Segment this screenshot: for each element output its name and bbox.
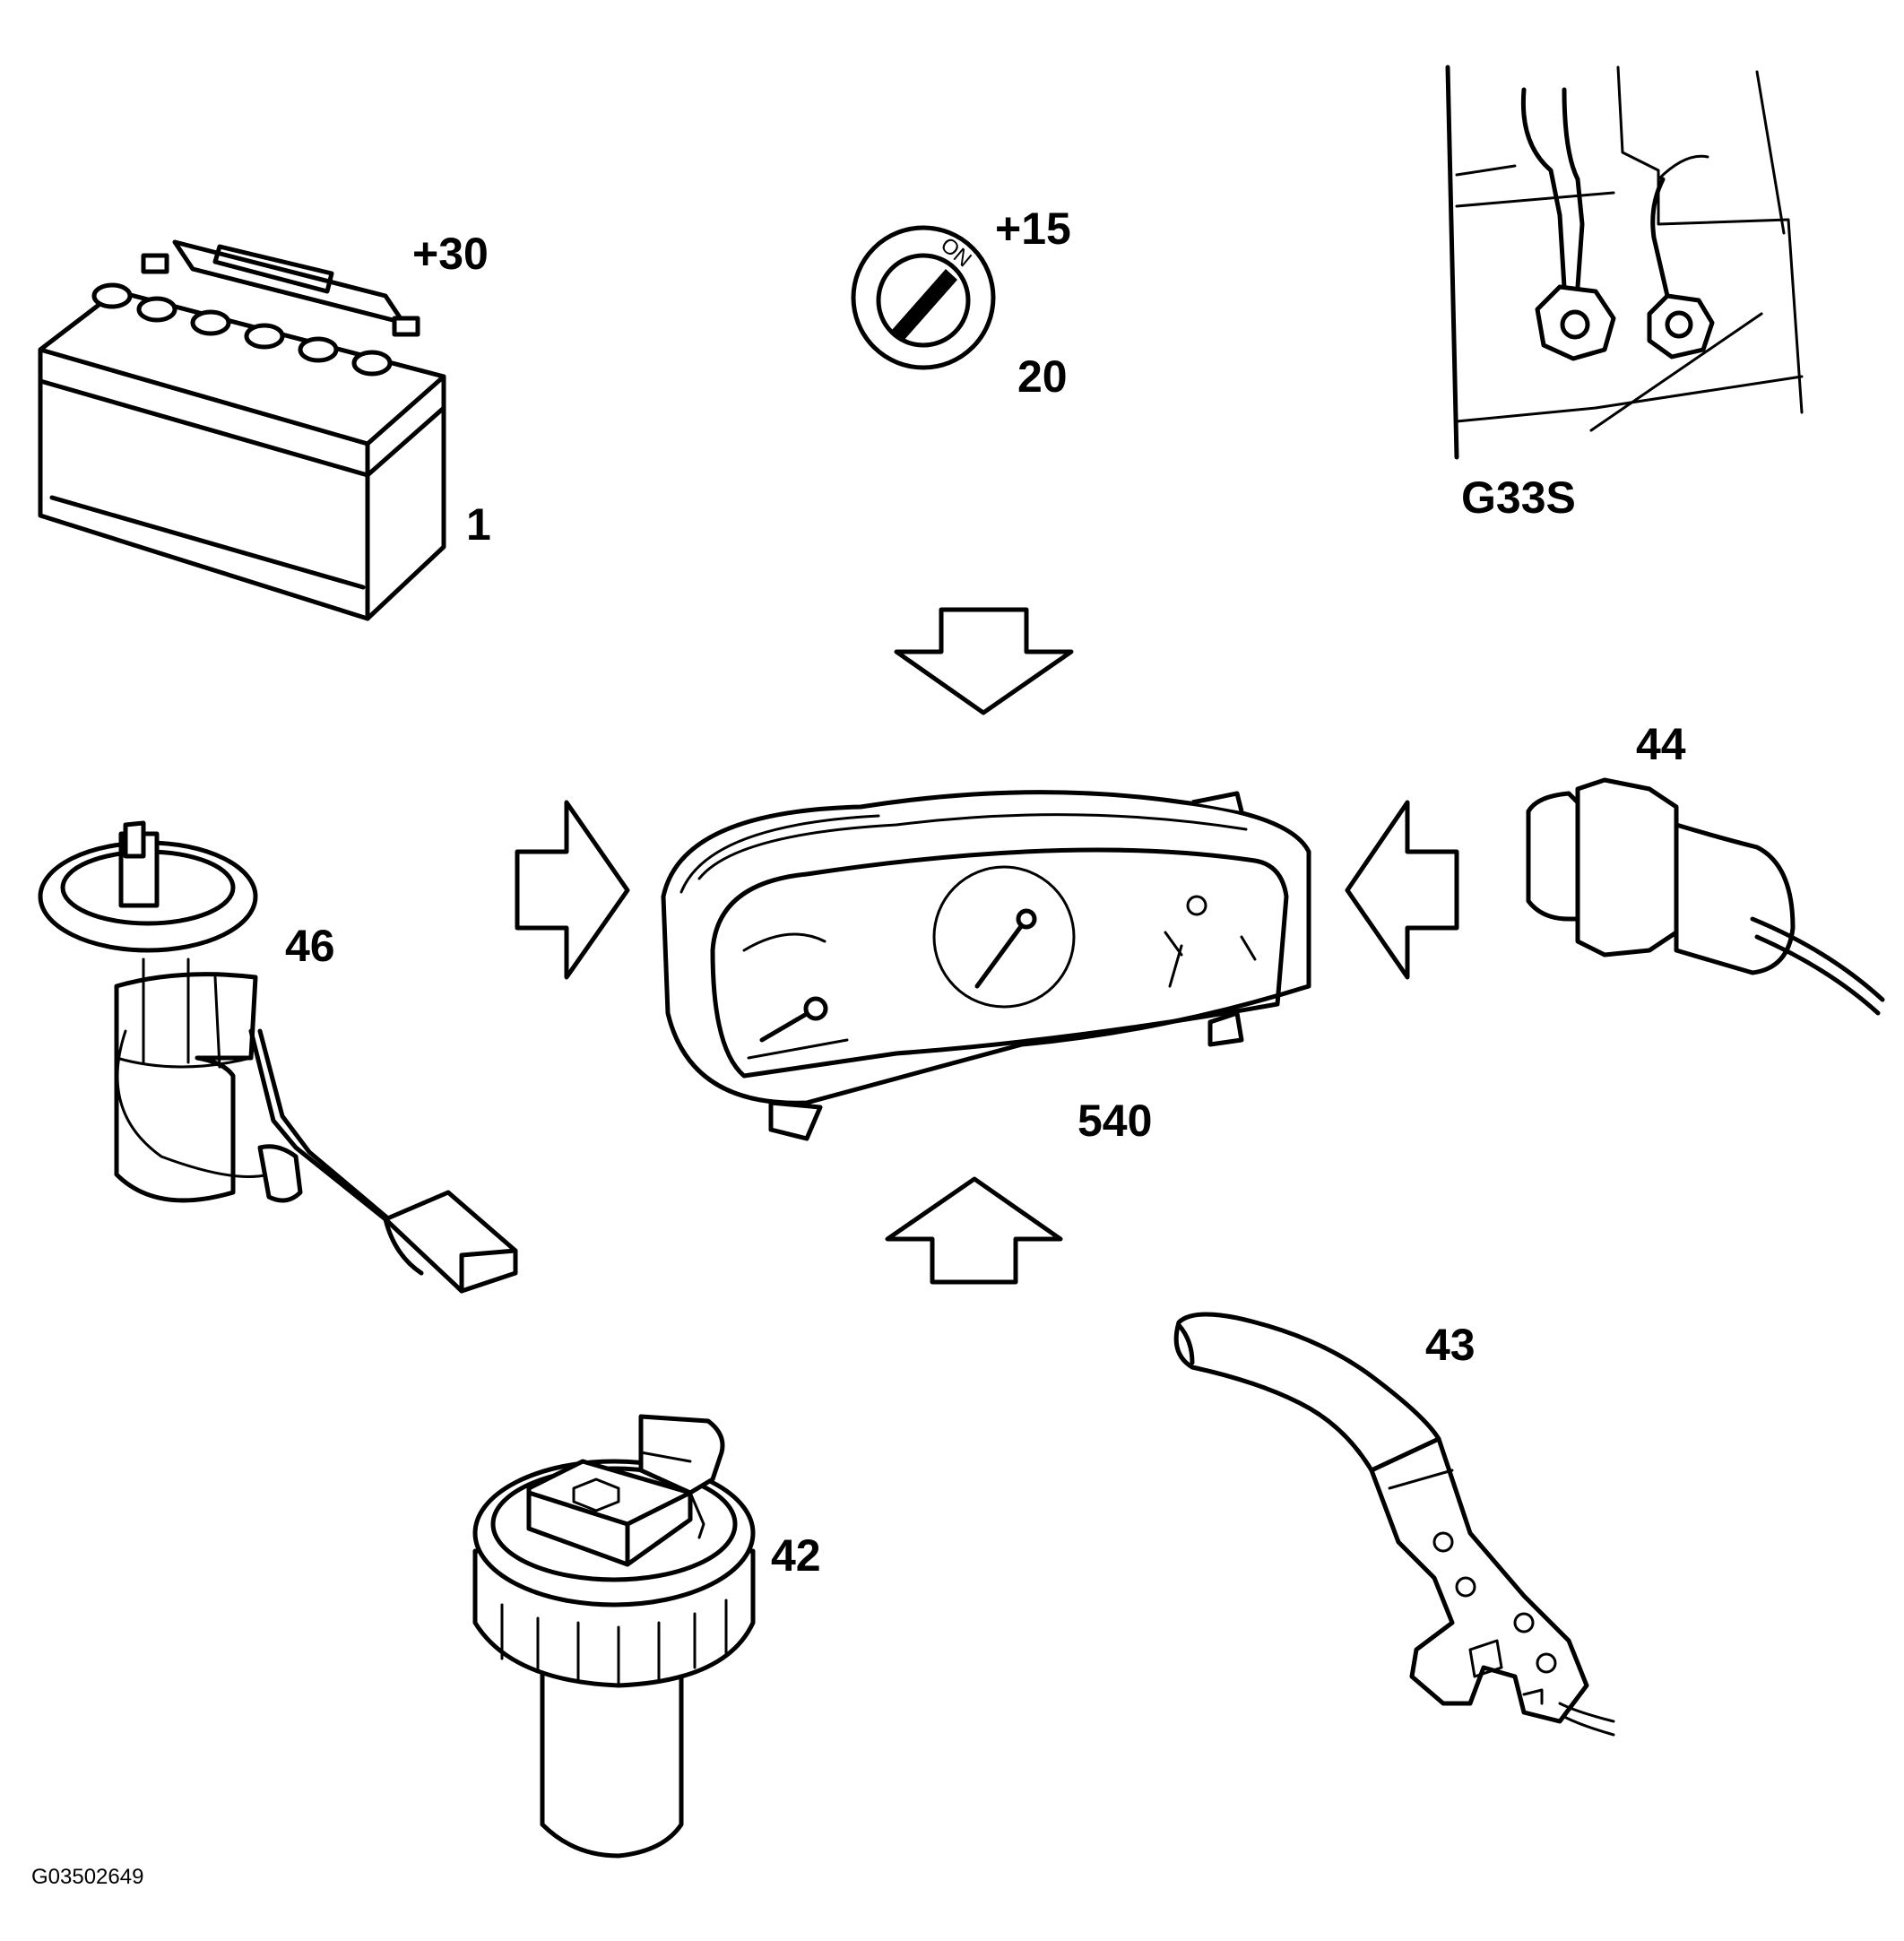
fuel-pump-number-label: 46 xyxy=(285,921,335,971)
coolant-sensor-number-label: 44 xyxy=(1636,719,1686,769)
figure-code-label: G03502649 xyxy=(31,1865,144,1889)
battery-illustration xyxy=(38,239,446,621)
battery-terminal-label: +30 xyxy=(412,229,489,279)
instrument-cluster-number-label: 540 xyxy=(1077,1096,1153,1146)
handbrake-number-label: 43 xyxy=(1425,1320,1476,1370)
arrow-from-bottom xyxy=(885,1176,1063,1285)
arrow-from-left xyxy=(515,800,630,980)
ignition-number-label: 20 xyxy=(1017,351,1068,402)
ignition-terminal-label: +15 xyxy=(995,204,1071,254)
arrow-from-top xyxy=(894,607,1074,715)
coolant-sensor-illustration xyxy=(1526,777,1885,1016)
ground-point-label: G33S xyxy=(1461,472,1576,523)
arrow-from-right xyxy=(1345,800,1459,980)
fuel-level-sender-illustration xyxy=(38,820,518,1294)
ground-point-illustration xyxy=(1445,65,1804,460)
brake-fluid-reservoir-number-label: 42 xyxy=(771,1530,821,1581)
ignition-switch-illustration xyxy=(851,225,996,370)
brake-fluid-reservoir-illustration xyxy=(472,1414,756,1859)
instrument-cluster-illustration xyxy=(661,790,1311,1141)
handbrake-lever-illustration xyxy=(1173,1312,1615,1737)
battery-number-label: 1 xyxy=(466,499,491,550)
